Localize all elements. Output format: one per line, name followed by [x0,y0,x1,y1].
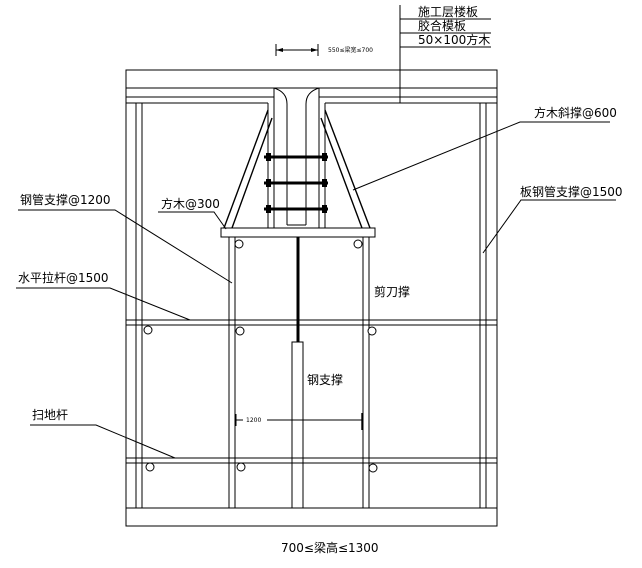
leader-sweep-rod [30,424,176,459]
diag-brace-left-outer [223,109,269,229]
diag-brace-label: 方木斜撑@600 [534,105,617,120]
sweep-rod-label: 扫地杆 [32,408,68,422]
slab-note-block [399,5,491,103]
beam-left-side [273,87,288,225]
through-bolts [264,153,328,213]
scissor-brace-label: 剪刀撑 [374,284,410,299]
leader-horizontal-tie [16,287,191,321]
dim-arrow-right [311,48,318,52]
steel-support-label: 钢支撑 [307,372,343,387]
dim-arrow-left [276,48,283,52]
beam-height-caption: 700≤梁高≤1300 [281,540,379,555]
beam-right-side [305,87,320,225]
leader-tube-support [18,209,233,284]
floor-slab-label: 施工层楼板 [418,4,478,19]
leader-slab-tube [482,199,616,254]
slab-form-left [126,88,275,98]
diag-brace-right-outer [324,109,371,229]
slab-tube-support-label: 板钢管支撑@1500 [520,184,623,199]
outer-frame [125,69,498,527]
horizontal-tie-label: 水平拉杆@1500 [18,270,109,285]
slab-form-right [318,88,497,98]
timber-size-label: 50×100方木 [418,32,490,47]
tube-couplers [143,239,378,473]
plywood-form-label: 胶合模板 [418,18,466,33]
tube-support-label: 钢管支撑@1200 [20,192,111,207]
beam-width-label: 550≤梁宽≤700 [328,46,373,54]
leader-timber-300 [158,211,227,230]
timber-300-label: 方木@300 [161,196,220,211]
leader-diag-brace [352,121,610,191]
spacing-1200-label: 1200 [246,417,261,424]
vertical-tubes [135,103,487,508]
horizontal-ties [126,319,497,464]
diag-brace-right-inner [320,117,363,229]
steel-support-tube [291,341,304,509]
diag-brace-left-inner [231,117,273,229]
head-timber [220,227,376,238]
